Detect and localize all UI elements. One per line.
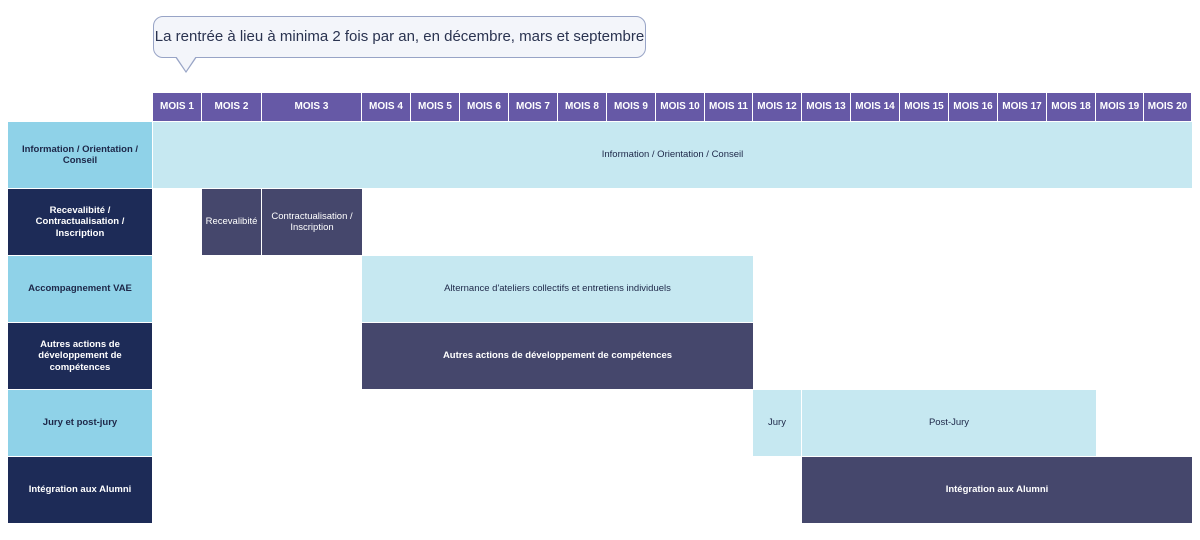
month-header: MOIS 12 (753, 93, 802, 121)
month-header: MOIS 9 (607, 93, 656, 121)
month-header: MOIS 17 (998, 93, 1047, 121)
month-header: MOIS 2 (202, 93, 262, 121)
month-header: MOIS 10 (656, 93, 705, 121)
row-label: Recevalibité / Contractualisation / Insc… (8, 189, 152, 255)
callout-tail-fill (176, 56, 196, 71)
phase-bar: Contractualisation / Inscription (262, 189, 362, 255)
month-header: MOIS 14 (851, 93, 900, 121)
month-header: MOIS 19 (1096, 93, 1144, 121)
row-label: Autres actions de développement de compé… (8, 323, 152, 389)
month-header: MOIS 18 (1047, 93, 1096, 121)
month-header: MOIS 20 (1144, 93, 1192, 121)
month-header: MOIS 13 (802, 93, 851, 121)
phase-bar: Jury (753, 390, 802, 456)
phase-bar: Autres actions de développement de compé… (362, 323, 753, 389)
row-label: Accompagnement VAE (8, 256, 152, 322)
row-label: Information / Orientation / Conseil (8, 122, 152, 188)
month-header: MOIS 8 (558, 93, 607, 121)
rentree-callout: La rentrée à lieu à minima 2 fois par an… (153, 16, 646, 58)
row-label: Intégration aux Alumni (8, 457, 152, 523)
phase-bar: Intégration aux Alumni (802, 457, 1192, 523)
row-label: Jury et post-jury (8, 390, 152, 456)
month-header: MOIS 3 (262, 93, 362, 121)
month-header: MOIS 4 (362, 93, 411, 121)
month-header: MOIS 6 (460, 93, 509, 121)
month-header: MOIS 5 (411, 93, 460, 121)
month-header: MOIS 1 (153, 93, 202, 121)
phase-bar: Information / Orientation / Conseil (153, 122, 1192, 188)
month-header: MOIS 15 (900, 93, 949, 121)
month-header: MOIS 7 (509, 93, 558, 121)
phase-bar: Alternance d'ateliers collectifs et entr… (362, 256, 753, 322)
phase-bar: Post-Jury (802, 390, 1096, 456)
phase-bar: Recevalibité (202, 189, 262, 255)
month-header: MOIS 16 (949, 93, 998, 121)
month-header: MOIS 11 (705, 93, 753, 121)
